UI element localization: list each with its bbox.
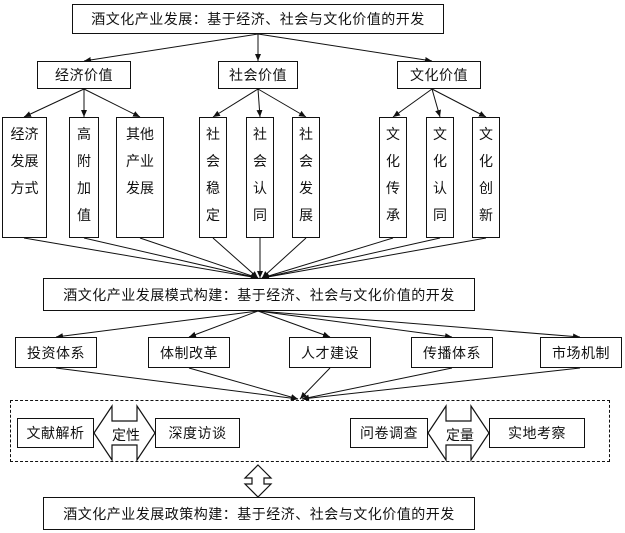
method-interview: 深度访谈: [155, 418, 240, 448]
method-literature-label: 文献解析: [26, 426, 85, 442]
cultural-child-2: 文化认同: [426, 117, 454, 238]
economic-child-3-text: 其他产业发展: [126, 127, 154, 197]
economic-child-2-text: 高附加值: [77, 127, 91, 224]
policy-box-text: 酒文化产业发展政策构建：基于经济、社会与文化价值的开发: [63, 506, 455, 523]
system-market-label: 市场机制: [552, 345, 610, 362]
system-investment: 投资体系: [15, 337, 97, 368]
cultural-child-2-text: 文化认同: [433, 127, 447, 224]
economic-child-1: 经济发展方式: [2, 117, 47, 238]
method-fieldwork: 实地考察: [489, 418, 585, 448]
category-social-label: 社会价值: [229, 68, 287, 84]
economic-child-3: 其他产业发展: [116, 117, 164, 238]
top-box: 酒文化产业发展：基于经济、社会与文化价值的开发: [72, 4, 444, 34]
mode-box: 酒文化产业发展模式构建：基于经济、社会与文化价值的开发: [43, 278, 475, 311]
qualitative-label: 定性: [112, 428, 140, 444]
policy-box: 酒文化产业发展政策构建：基于经济、社会与文化价值的开发: [43, 497, 475, 530]
methods-container: [10, 400, 610, 462]
social-child-2-text: 社会认同: [253, 127, 267, 224]
social-child-1-text: 社会稳定: [206, 127, 220, 224]
social-child-2: 社会认同: [246, 117, 274, 238]
mode-box-text: 酒文化产业发展模式构建：基于经济、社会与文化价值的开发: [63, 287, 455, 304]
method-survey: 问卷调查: [350, 418, 428, 448]
category-cultural: 文化价值: [397, 61, 481, 89]
quantitative-label: 定量: [446, 428, 474, 444]
system-communication-label: 传播体系: [423, 345, 481, 362]
cultural-child-3: 文化创新: [472, 117, 500, 238]
category-cultural-label: 文化价值: [410, 68, 468, 84]
system-investment-label: 投资体系: [27, 345, 85, 362]
system-talent: 人才建设: [289, 337, 371, 368]
top-box-text: 酒文化产业发展：基于经济、社会与文化价值的开发: [91, 12, 425, 28]
system-talent-label: 人才建设: [301, 345, 359, 362]
social-child-3-text: 社会发展: [299, 127, 313, 224]
social-child-1: 社会稳定: [199, 117, 227, 238]
system-reform: 体制改革: [148, 337, 230, 368]
policy-double-arrow: [243, 464, 273, 498]
social-child-3: 社会发展: [292, 117, 320, 238]
economic-child-1-text: 经济发展方式: [10, 127, 39, 197]
cultural-child-3-text: 文化创新: [479, 127, 493, 224]
method-survey-label: 问卷调查: [360, 426, 418, 442]
method-fieldwork-label: 实地考察: [508, 426, 566, 442]
system-communication: 传播体系: [411, 337, 493, 368]
method-interview-label: 深度访谈: [168, 426, 227, 442]
category-economic: 经济价值: [37, 61, 131, 89]
category-social: 社会价值: [218, 61, 298, 89]
category-economic-label: 经济价值: [55, 68, 113, 84]
system-reform-label: 体制改革: [160, 345, 218, 362]
cultural-child-1: 文化传承: [379, 117, 407, 238]
economic-child-2: 高附加值: [69, 117, 99, 238]
method-literature: 文献解析: [17, 418, 94, 448]
system-market: 市场机制: [540, 337, 622, 368]
cultural-child-1-text: 文化传承: [386, 127, 400, 224]
